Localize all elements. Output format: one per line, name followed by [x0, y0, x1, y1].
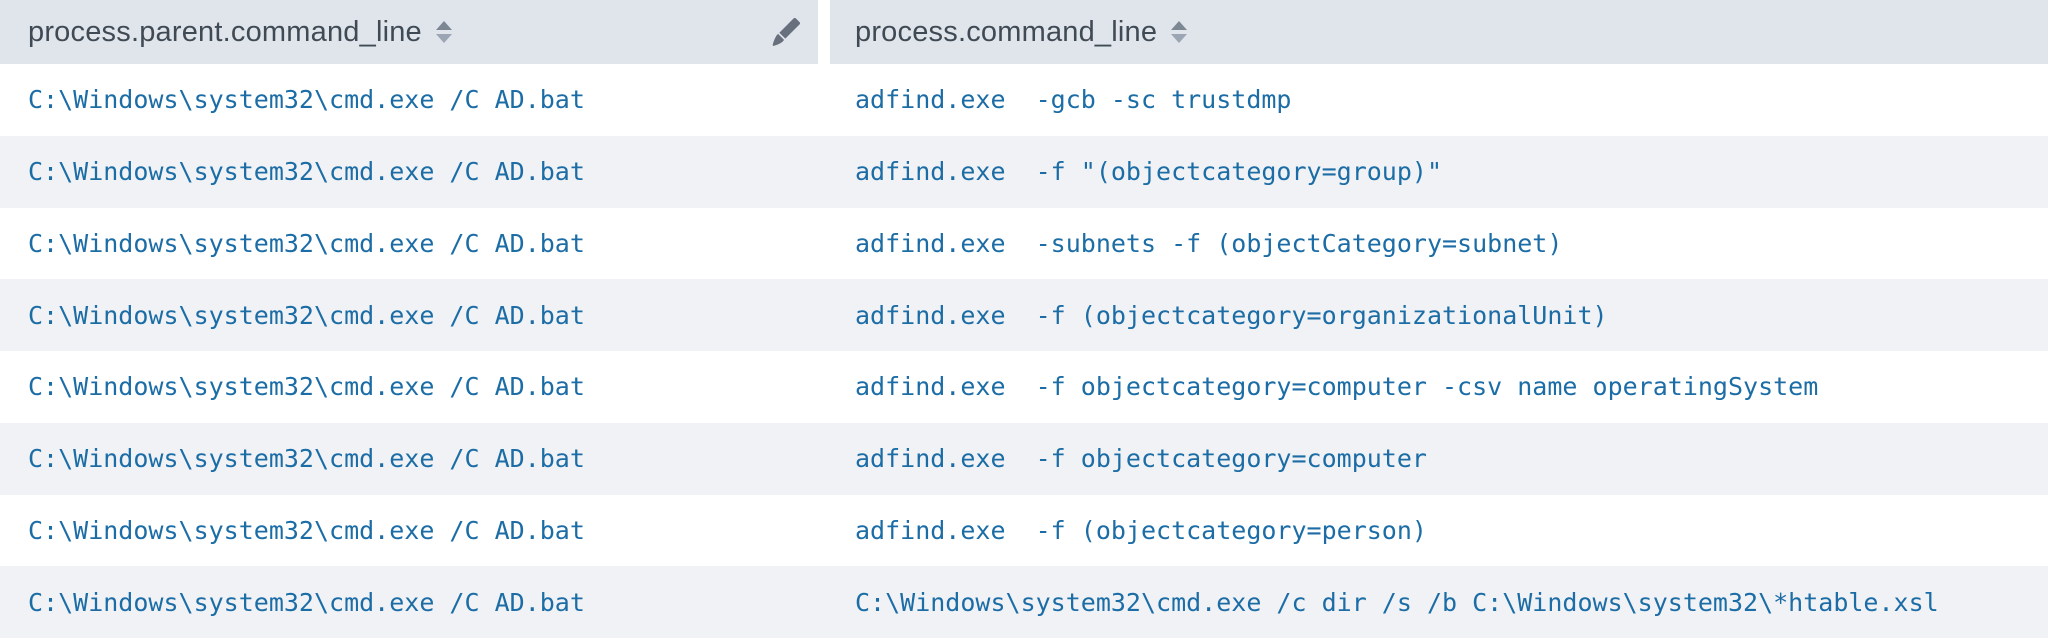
cell-process-parent-command-line[interactable]: C:\Windows\system32\cmd.exe /C AD.bat — [28, 372, 585, 402]
cell-process-command-line[interactable]: adfind.exe -f (objectcategory=organizati… — [855, 300, 1608, 330]
column-header-process-command-line[interactable]: process.command_line — [830, 0, 2048, 64]
sort-desc-arrow-icon — [435, 34, 452, 43]
table-row: C:\Windows\system32\cmd.exe /C AD.bat adf… — [0, 64, 2048, 136]
sort-arrows-icon[interactable] — [435, 21, 452, 43]
table-row: C:\Windows\system32\cmd.exe /C AD.bat adf… — [0, 279, 2048, 351]
table-row: C:\Windows\system32\cmd.exe /C AD.bat adf… — [0, 494, 2048, 567]
cell-process-parent-command-line[interactable]: C:\Windows\system32\cmd.exe /C AD.bat — [28, 444, 585, 474]
cell-process-parent-command-line[interactable]: C:\Windows\system32\cmd.exe /C AD.bat — [28, 587, 585, 617]
column-header-process-parent-command-line[interactable]: process.parent.command_line — [0, 0, 818, 64]
table-row: C:\Windows\system32\cmd.exe /C AD.bat adf… — [0, 351, 2048, 423]
column-divider — [818, 0, 830, 64]
cell-process-command-line[interactable]: adfind.exe -f "(objectcategory=group)" — [855, 157, 1442, 187]
table-header-row: process.parent.command_line process.comm… — [0, 0, 2048, 64]
cell-process-parent-command-line[interactable]: C:\Windows\system32\cmd.exe /C AD.bat — [28, 85, 585, 115]
table-row: C:\Windows\system32\cmd.exe /C AD.bat adf… — [0, 135, 2048, 208]
cell-process-parent-command-line[interactable]: C:\Windows\system32\cmd.exe /C AD.bat — [28, 157, 585, 187]
cell-process-parent-command-line[interactable]: C:\Windows\system32\cmd.exe /C AD.bat — [28, 228, 585, 258]
sort-asc-arrow-icon — [435, 21, 452, 30]
cell-process-command-line[interactable]: C:\Windows\system32\cmd.exe /c dir /s /b… — [855, 587, 1939, 617]
cell-process-command-line[interactable]: adfind.exe -gcb -sc trustdmp — [855, 85, 1292, 115]
cell-process-command-line[interactable]: adfind.exe -subnets -f (objectCategory=s… — [855, 228, 1563, 258]
cell-process-command-line[interactable]: adfind.exe -f objectcategory=computer — [855, 444, 1427, 474]
table-row: C:\Windows\system32\cmd.exe /C AD.bat C:\… — [0, 566, 2048, 638]
sort-desc-arrow-icon — [1171, 34, 1188, 43]
cell-process-command-line[interactable]: adfind.exe -f objectcategory=computer -c… — [855, 372, 1819, 402]
cell-process-command-line[interactable]: adfind.exe -f (objectcategory=person) — [855, 515, 1427, 545]
cell-process-parent-command-line[interactable]: C:\Windows\system32\cmd.exe /C AD.bat — [28, 300, 585, 330]
sort-arrows-icon[interactable] — [1171, 21, 1188, 43]
table-row: C:\Windows\system32\cmd.exe /C AD.bat adf… — [0, 422, 2048, 495]
brush-icon[interactable] — [772, 18, 800, 46]
table-body: C:\Windows\system32\cmd.exe /C AD.bat adf… — [0, 64, 2048, 638]
cell-process-parent-command-line[interactable]: C:\Windows\system32\cmd.exe /C AD.bat — [28, 515, 585, 545]
table-row: C:\Windows\system32\cmd.exe /C AD.bat adf… — [0, 207, 2048, 280]
column-header-label: process.command_line — [855, 15, 1158, 48]
sort-asc-arrow-icon — [1171, 21, 1188, 30]
column-header-label: process.parent.command_line — [28, 15, 422, 48]
